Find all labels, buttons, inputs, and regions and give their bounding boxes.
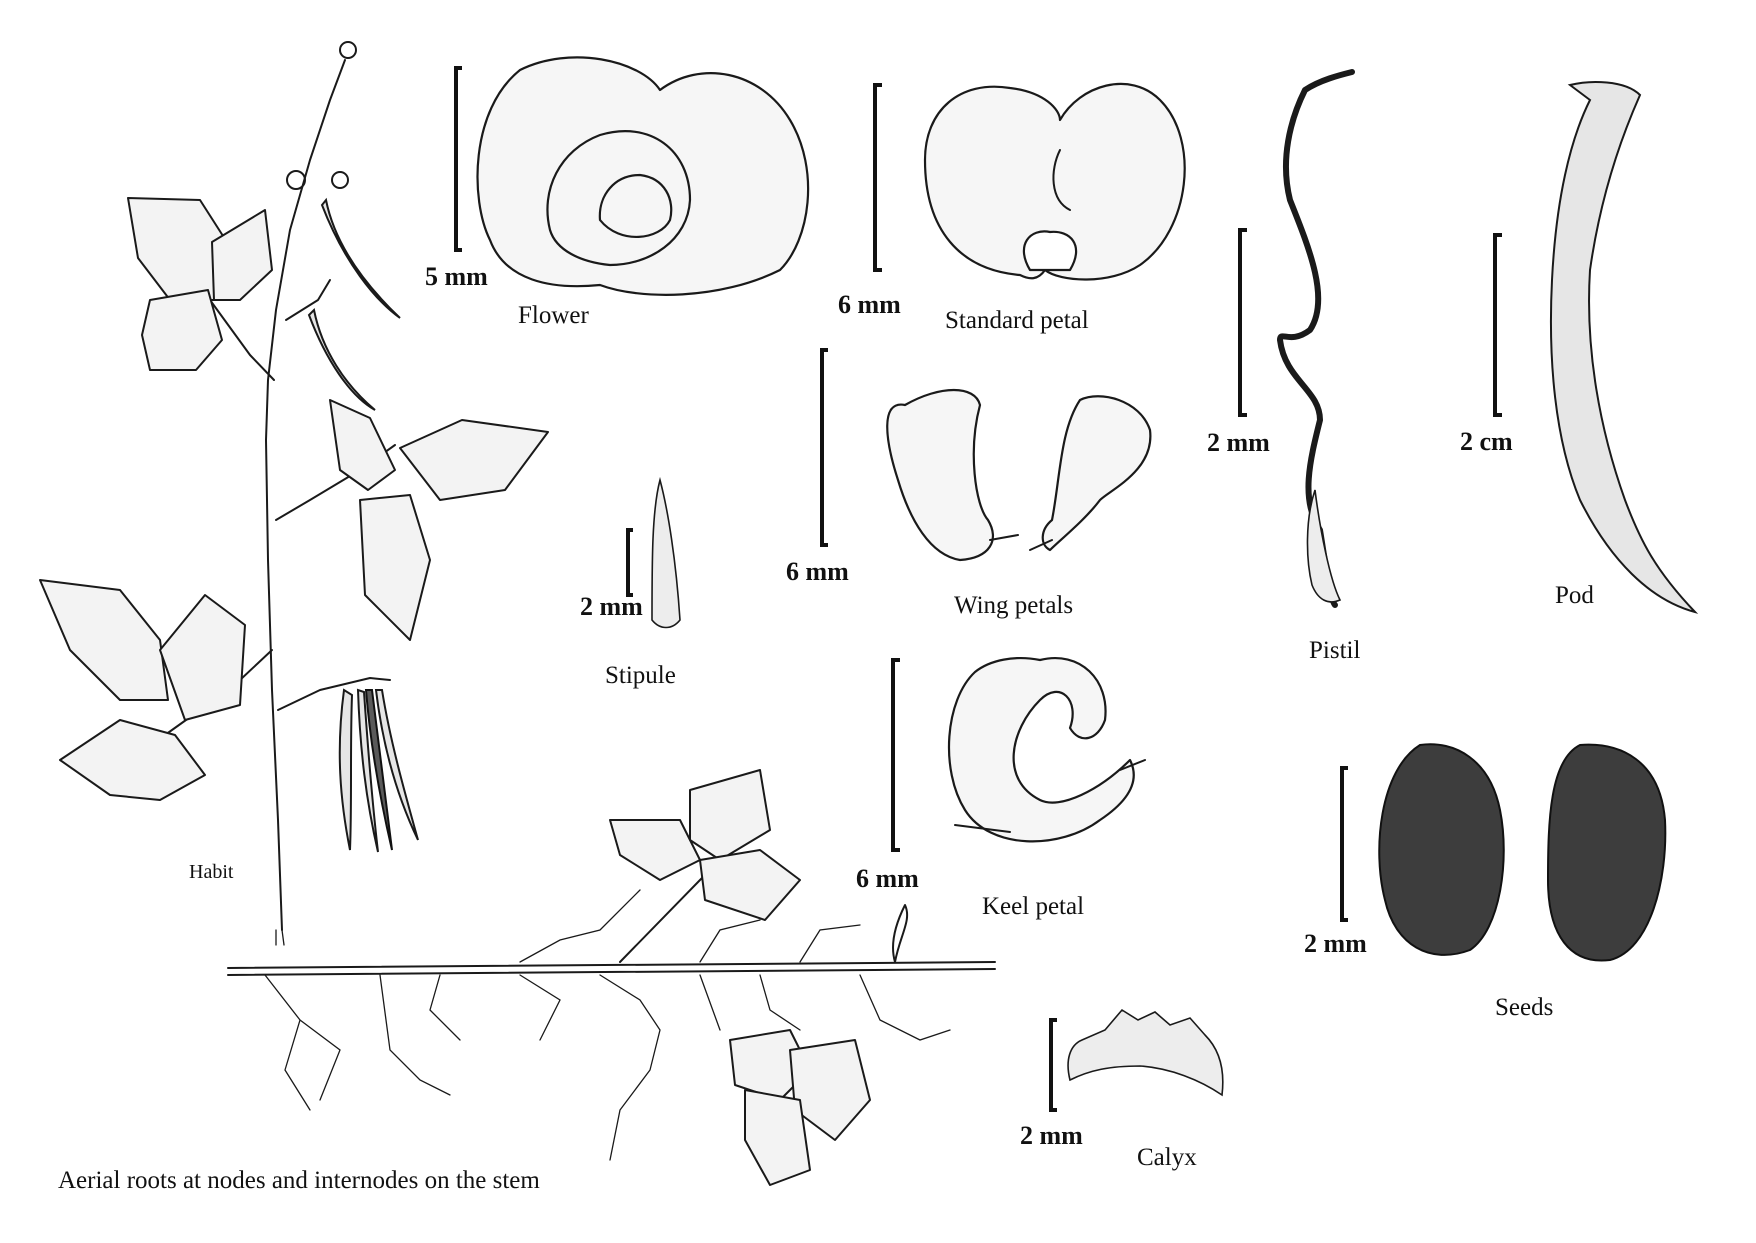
habit-drawing: [39, 41, 549, 946]
habit-label: Habit: [189, 861, 234, 883]
standard-petal-scale-label: 6 mm: [838, 290, 901, 319]
pistil-scale-label: 2 mm: [1207, 428, 1270, 457]
pod-scale-label: 2 cm: [1460, 427, 1513, 456]
standard-petal-label: Standard petal: [945, 307, 1089, 334]
standard-petal-drawing: [873, 82, 1186, 281]
seeds-label: Seeds: [1495, 994, 1553, 1021]
stipule-scale-label: 2 mm: [580, 592, 643, 621]
wing-petals-drawing: [820, 348, 1152, 562]
wing-petals-scale-label: 6 mm: [786, 557, 849, 586]
keel-petal-drawing: [891, 657, 1146, 852]
stipule-drawing: [626, 476, 681, 629]
wing-petals-label: Wing petals: [954, 592, 1073, 619]
calyx-drawing: [1049, 1008, 1224, 1112]
pistil-label: Pistil: [1309, 637, 1360, 664]
aerial-roots-drawing: [227, 769, 996, 1186]
stipule-label: Stipule: [605, 662, 676, 689]
calyx-scale-label: 2 mm: [1020, 1121, 1083, 1150]
flower-drawing: [454, 56, 810, 296]
pod-drawing: [1493, 81, 1699, 614]
flower-label: Flower: [518, 302, 590, 329]
keel-petal-scale-label: 6 mm: [856, 864, 919, 893]
seeds-scale-label: 2 mm: [1304, 929, 1367, 958]
flower-scale-label: 5 mm: [425, 262, 488, 291]
seeds-drawing: [1340, 743, 1667, 962]
pod-label: Pod: [1555, 582, 1594, 609]
keel-petal-label: Keel petal: [982, 893, 1084, 920]
pistil-drawing: [1238, 69, 1355, 608]
calyx-label: Calyx: [1137, 1144, 1197, 1171]
aerial-roots-label: Aerial roots at nodes and internodes on …: [58, 1167, 540, 1194]
